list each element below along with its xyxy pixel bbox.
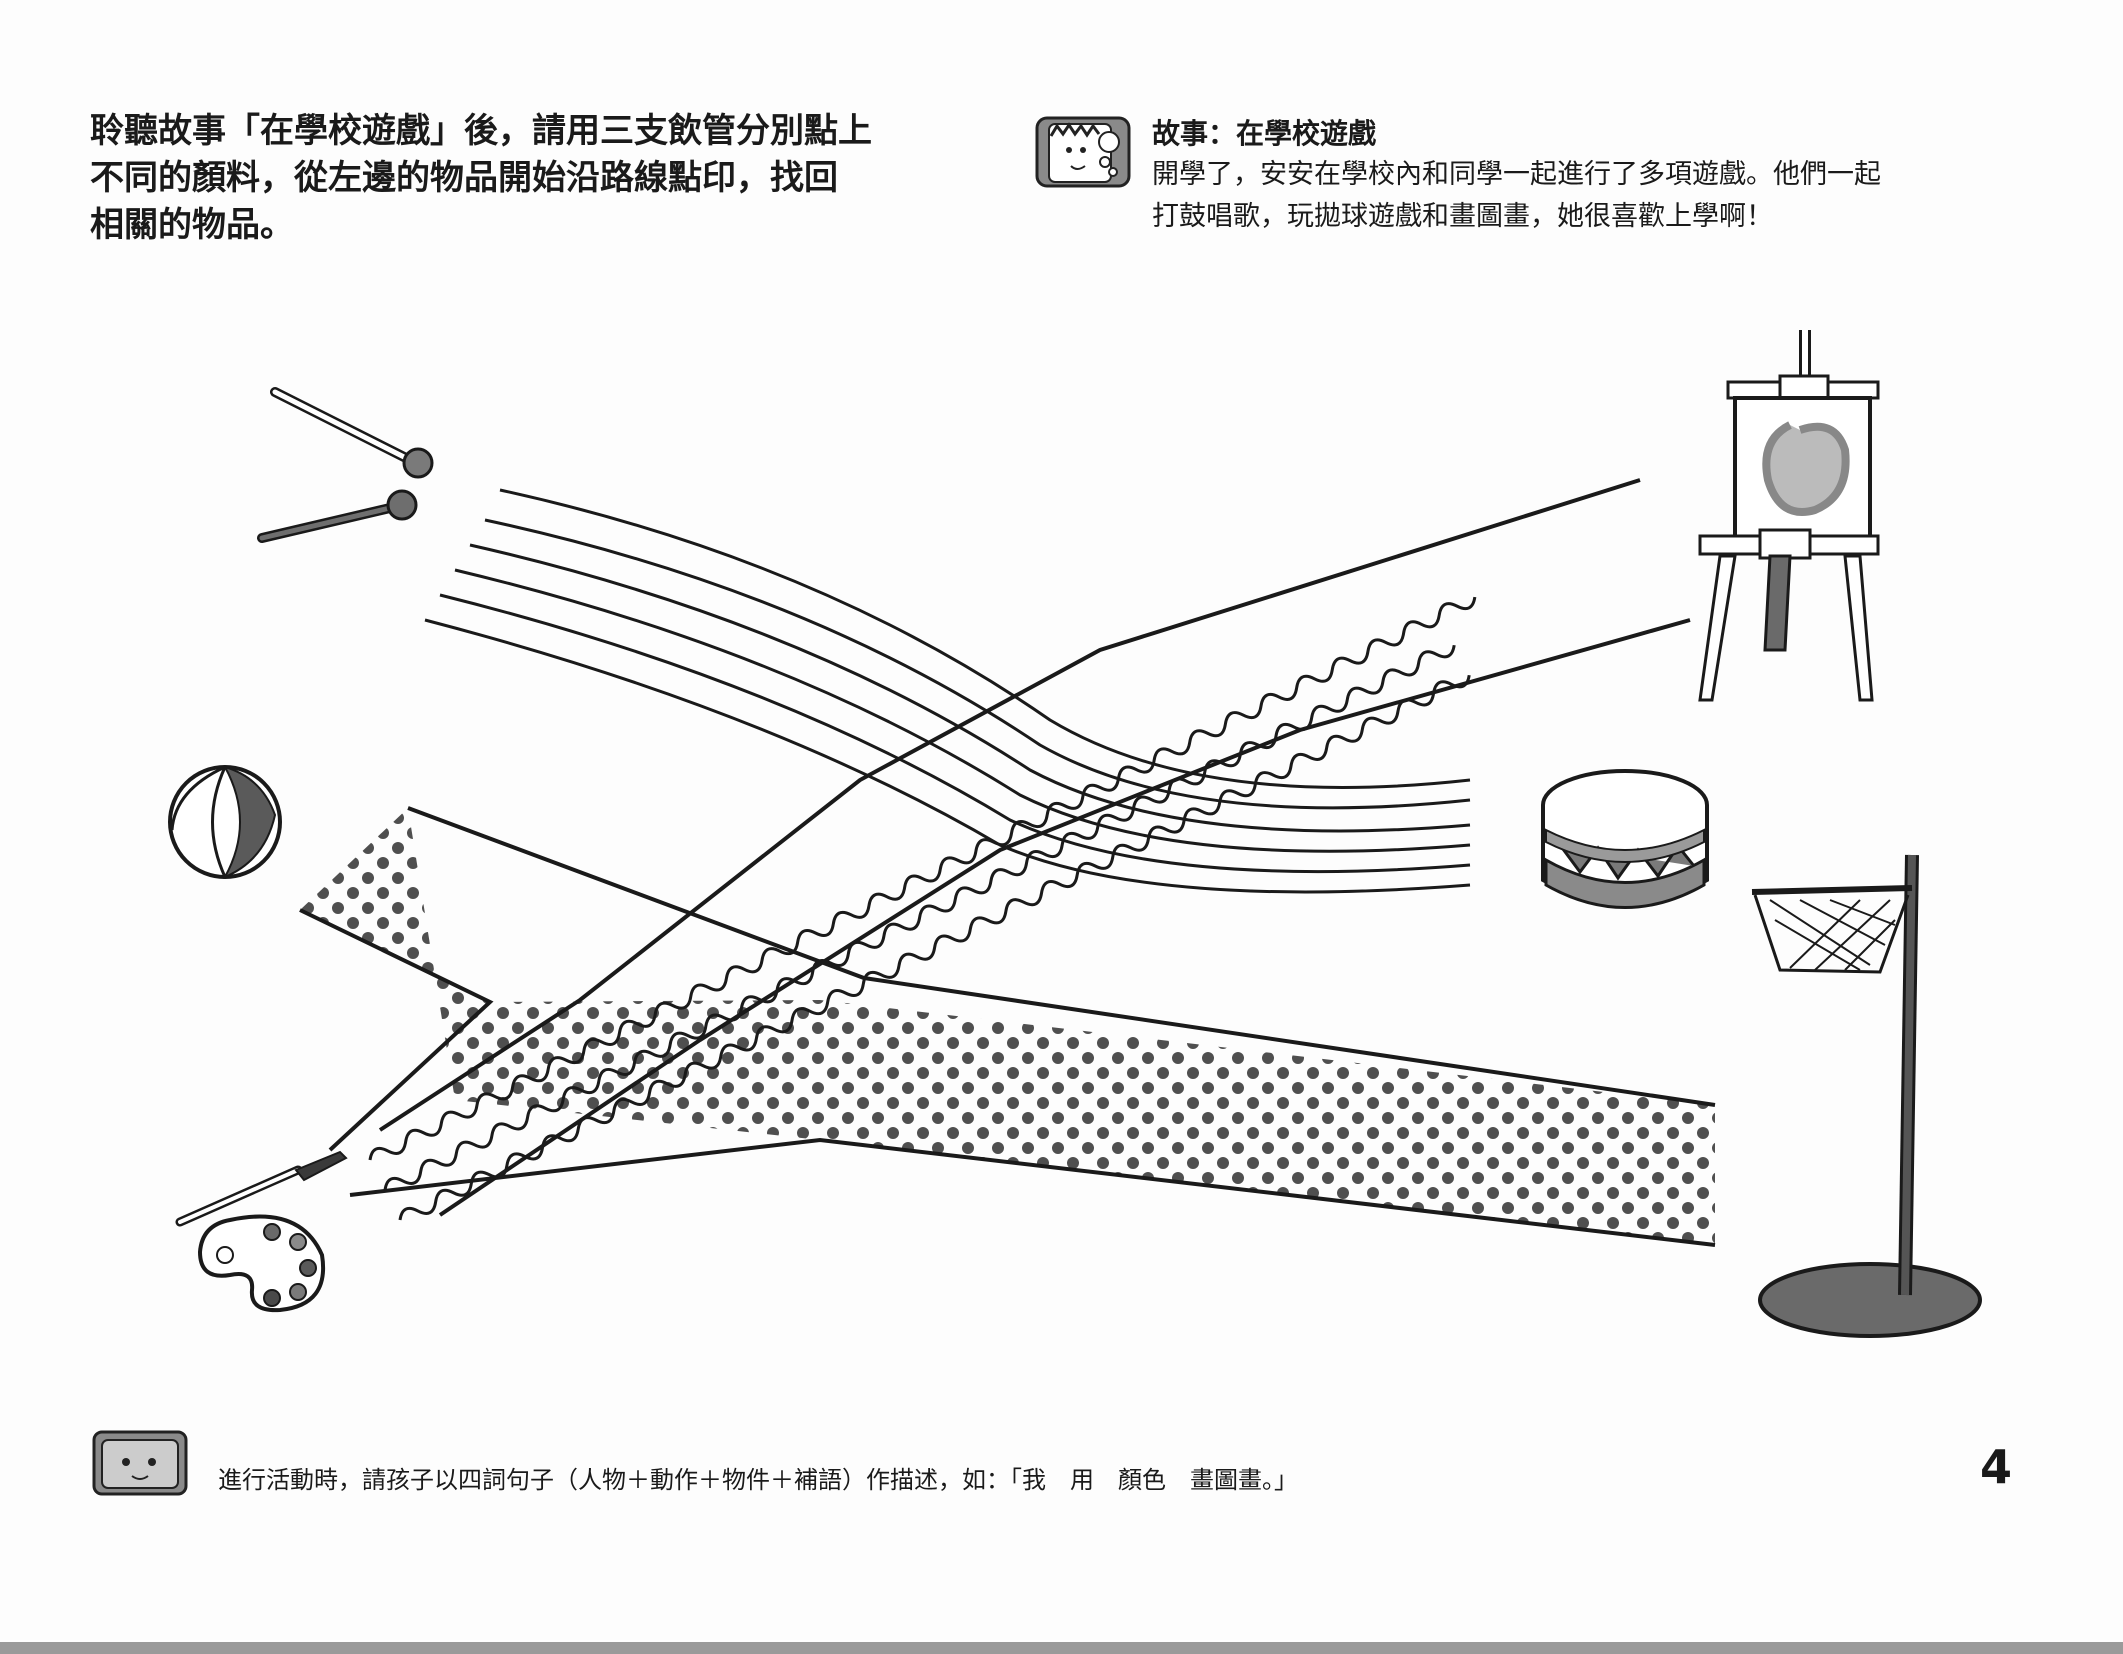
instruction-line-3: 相關的物品。: [90, 205, 294, 245]
instruction-line-1: 聆聽故事「在學校遊戲」後，請用三支飲管分別點上: [90, 111, 872, 151]
drumsticks-icon: [257, 387, 434, 543]
striped-path: [424, 488, 1471, 894]
instruction-text: 聆聽故事「在學校遊戲」後，請用三支飲管分別點上 不同的顏料，從左邊的物品開始沿路…: [90, 108, 890, 249]
teacher-tip-icon: [92, 1430, 188, 1496]
page-number: 4: [1980, 1440, 2013, 1494]
instruction-line-2: 不同的顏料，從左邊的物品開始沿路線點印，找回: [90, 158, 838, 198]
story-body: 開學了，安安在學校內和同學一起進行了多項遊戲。他們一起 打鼓唱歌，玩拋球遊戲和畫…: [1152, 154, 1992, 238]
story-line-2: 打鼓唱歌，玩拋球遊戲和畫圖畫，她很喜歡上學啊！: [1152, 201, 1773, 232]
story-line-1: 開學了，安安在學校內和同學一起進行了多項遊戲。他們一起: [1152, 159, 1881, 190]
drum-icon: [1541, 769, 1709, 909]
easel-icon: [1698, 330, 1880, 702]
teacher-tip-text: 進行活動時，請孩子以四詞句子（人物＋動作＋物件＋補語）作描述，如：「我 用 顏色…: [218, 1466, 1298, 1494]
child-face-icon: [1035, 116, 1131, 188]
bottom-edge: [0, 1642, 2123, 1654]
beach-ball-icon: [168, 765, 282, 880]
basketball-hoop-icon: [1751, 854, 1982, 1338]
story-title: 故事：在學校遊戲: [1152, 117, 1377, 150]
paintbrush-palette-icon: [175, 1150, 348, 1313]
wavy-path: [368, 478, 1691, 1221]
dotted-path: [299, 806, 1716, 1247]
